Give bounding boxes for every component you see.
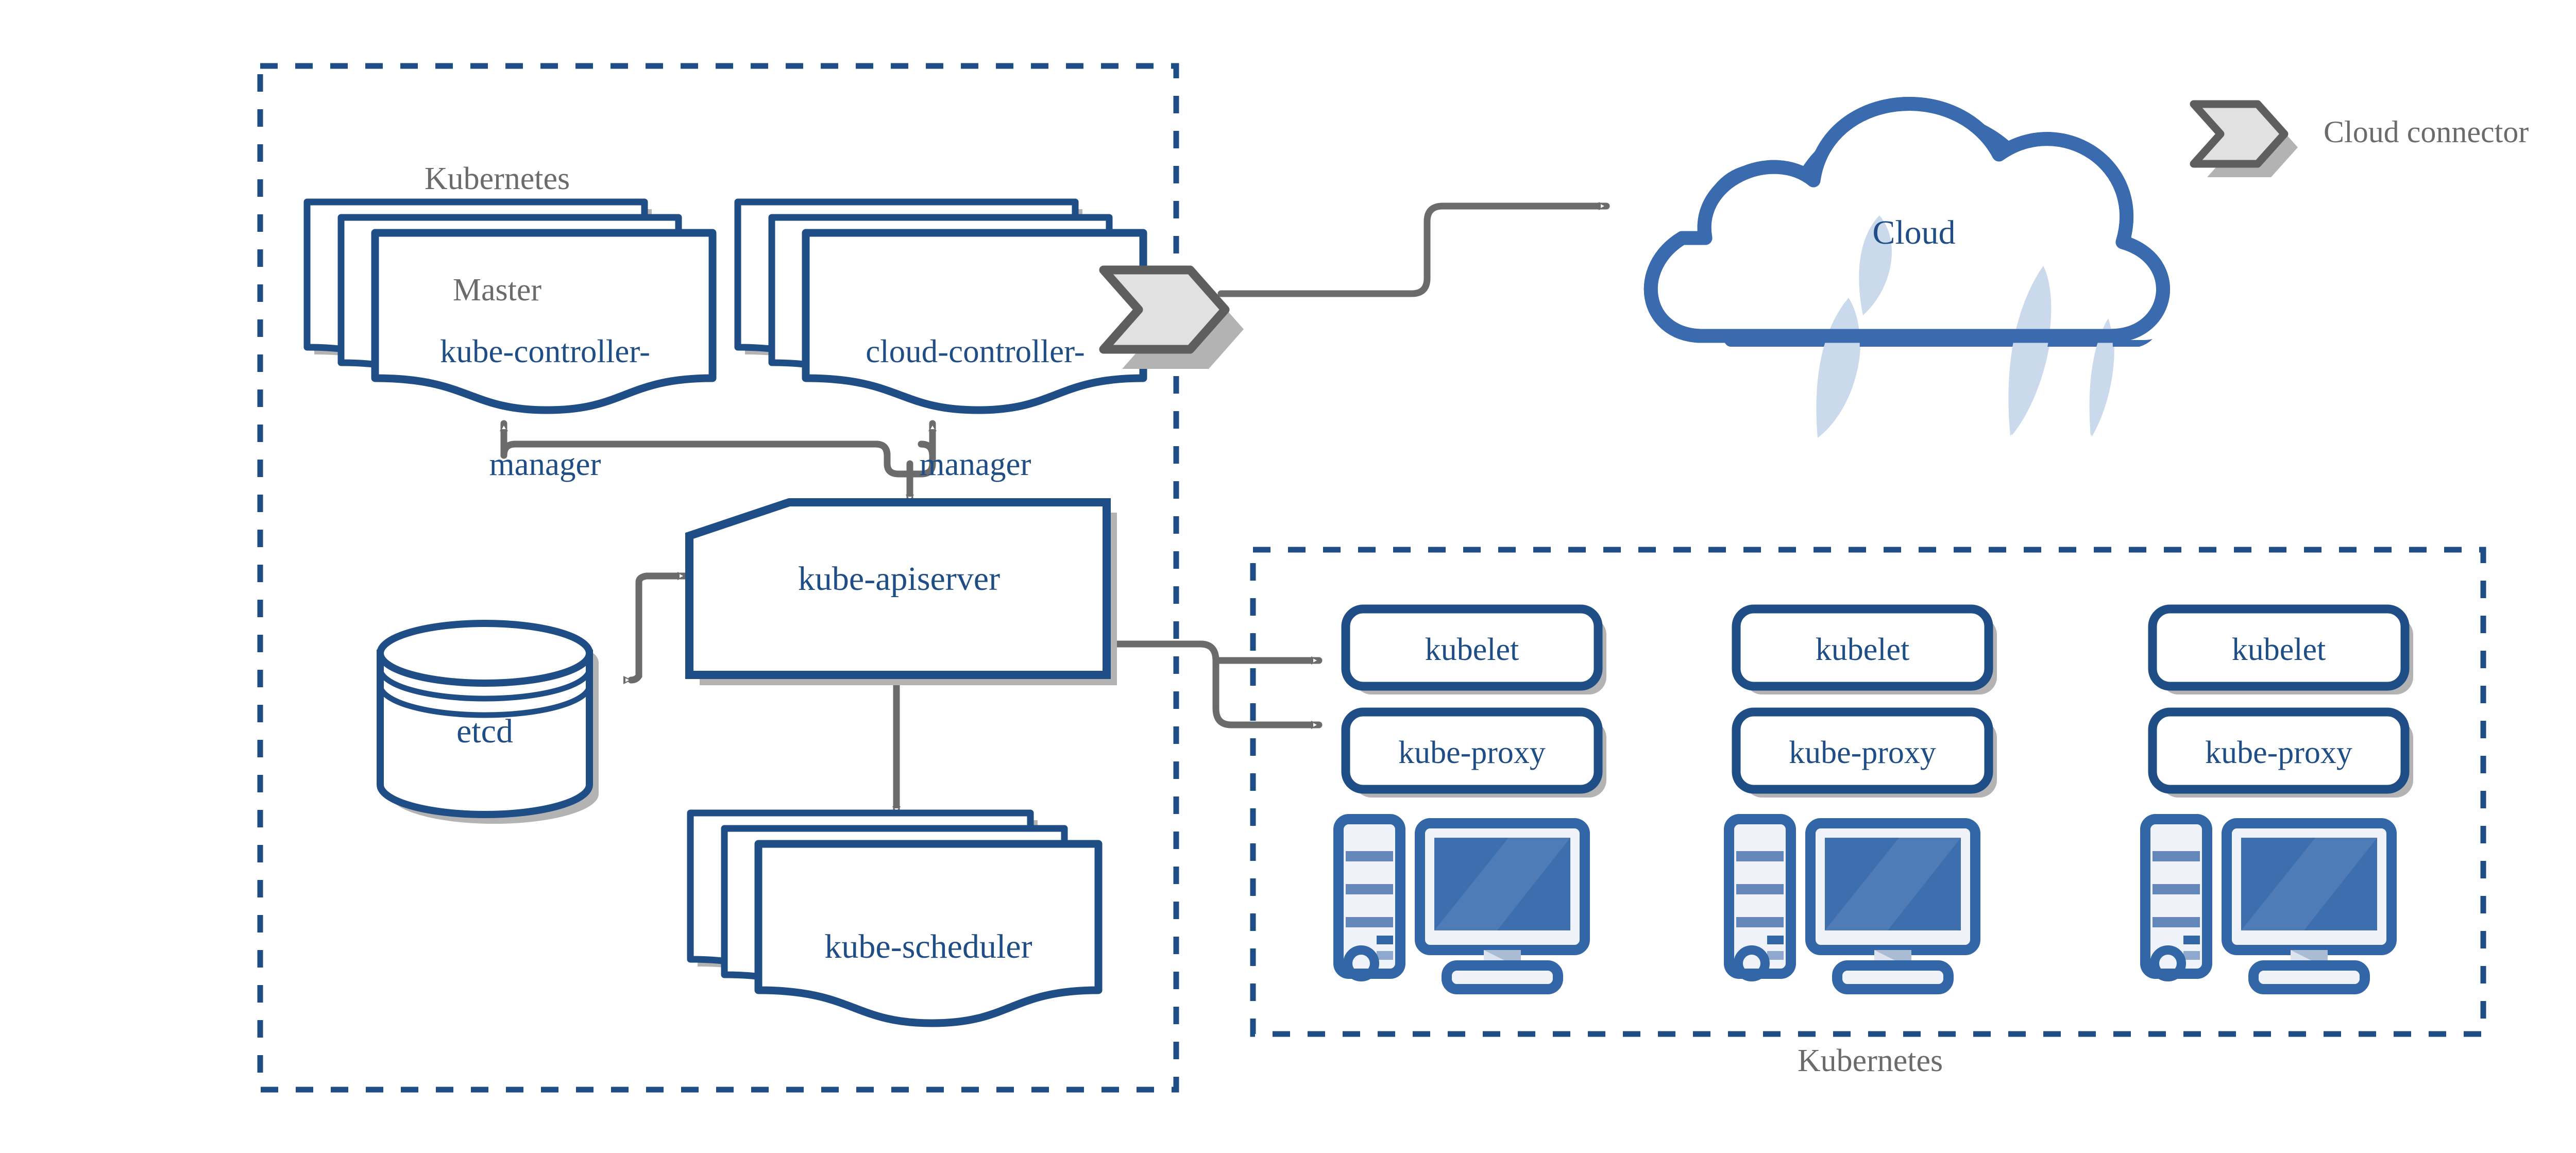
node-1-kube-proxy[interactable]: [1341, 707, 1606, 798]
node-1-computer-icon: [1333, 814, 1590, 994]
node-3-kube-proxy[interactable]: [2148, 707, 2413, 798]
connector-apiserver-to-controller-managers: [500, 423, 933, 506]
node-2-kubelet[interactable]: [1732, 604, 1997, 694]
master-group-border: [257, 63, 1179, 1093]
group-kubernetes-minions: [1250, 547, 2486, 1037]
minion-node-3: [2140, 604, 2413, 994]
chevron-connector-icon-ccm[interactable]: [1099, 265, 1244, 369]
node-kube-apiserver[interactable]: [685, 498, 1117, 685]
node-3-computer-icon: [2140, 814, 2397, 994]
node-etcd[interactable]: [377, 620, 599, 824]
minion-node-1: [1333, 604, 1606, 994]
connector-etcd-apiserver: [623, 572, 689, 685]
node-1-kubelet[interactable]: [1341, 604, 1606, 694]
node-cloud[interactable]: [1643, 97, 2178, 438]
legend-chevron-connector-icon: [2190, 100, 2298, 177]
minion-node-2: [1724, 604, 1997, 994]
node-2-computer-icon: [1724, 814, 1980, 994]
node-kube-controller-manager[interactable]: [303, 198, 717, 414]
node-cloud-controller-manager[interactable]: [734, 198, 1147, 414]
node-3-kubelet[interactable]: [2148, 604, 2413, 694]
connector-ccm-to-cloud: [1217, 202, 1610, 297]
group-kubernetes-master: [257, 63, 1179, 1093]
node-kube-scheduler[interactable]: [687, 809, 1103, 1027]
minions-group-border: [1250, 547, 2486, 1037]
node-2-kube-proxy[interactable]: [1732, 707, 1997, 798]
